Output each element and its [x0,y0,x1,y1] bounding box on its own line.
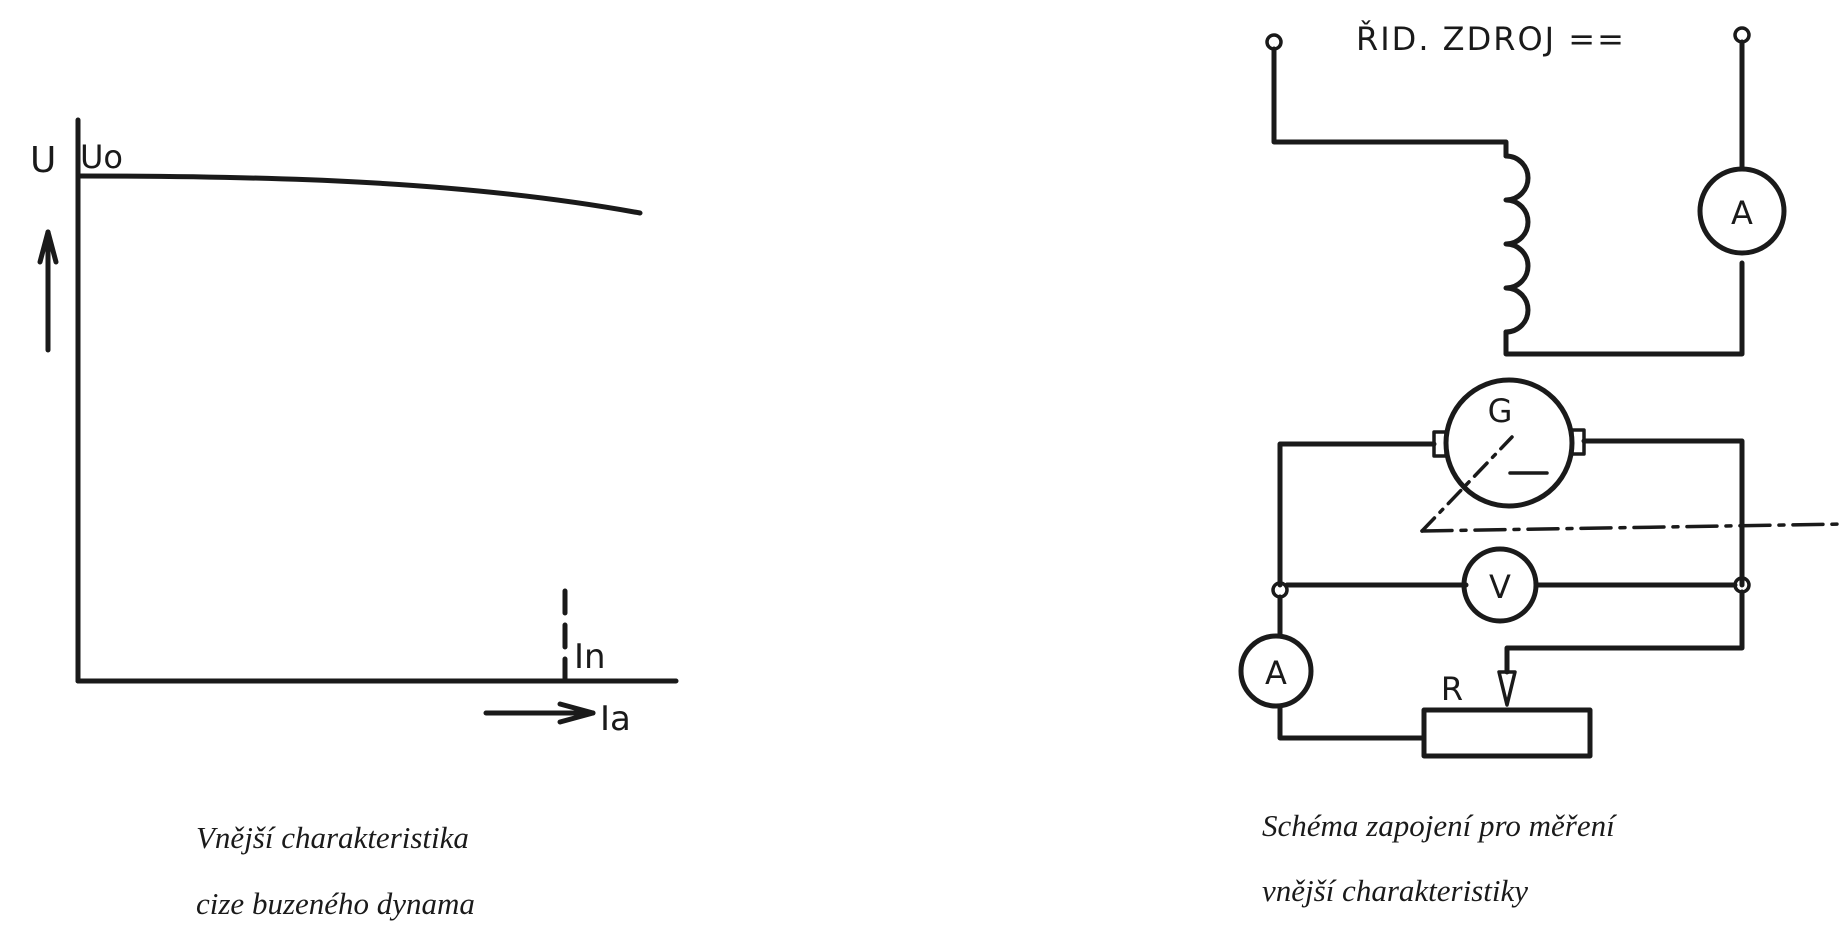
y-axis-label: U [30,140,56,181]
shaft-coupling-icon [1420,435,1845,533]
characteristic-graph [37,117,679,725]
armature-ammeter-icon [1238,633,1314,709]
field-ammeter-icon [1697,166,1787,256]
source-label: ŘID. ZDROJ == [1356,20,1626,58]
y-axis-arrow-icon [37,229,59,353]
ammeter-wire-bottom [1277,703,1427,741]
armature-ammeter-label: A [1265,654,1287,692]
x-axis-arrow-icon [483,701,596,725]
characteristic-curve [75,173,643,216]
schematic-caption-line1: Schéma zapojení pro měření [1262,808,1615,843]
nominal-current-label: In [574,637,606,677]
rheostat-wiper-arrow-icon [1497,670,1517,707]
graph-caption-line2: cize buzeného dynama [196,886,475,921]
field-wire-bottom [1503,260,1745,357]
armature-wire-right [1581,438,1745,588]
x-axis-label: Ia [600,699,631,739]
field-coil-icon [1503,153,1531,335]
voltmeter-label: V [1489,568,1511,606]
rheostat-label: R [1441,670,1463,708]
rheostat-icon [1421,707,1593,759]
graph-caption-line1: Vnější charakteristika [196,820,469,855]
field-wire-left [1271,46,1509,159]
armature-wire-left [1277,441,1437,588]
circuit-schematic [1238,26,1845,759]
generator-label: G [1488,392,1513,430]
field-ammeter-label: A [1731,194,1753,232]
schematic-caption-line2: vnější charakteristiky [1262,873,1528,908]
curve-label: Uo [80,138,123,176]
generator-icon [1443,377,1575,509]
rheostat-wiper-wire [1504,589,1745,675]
